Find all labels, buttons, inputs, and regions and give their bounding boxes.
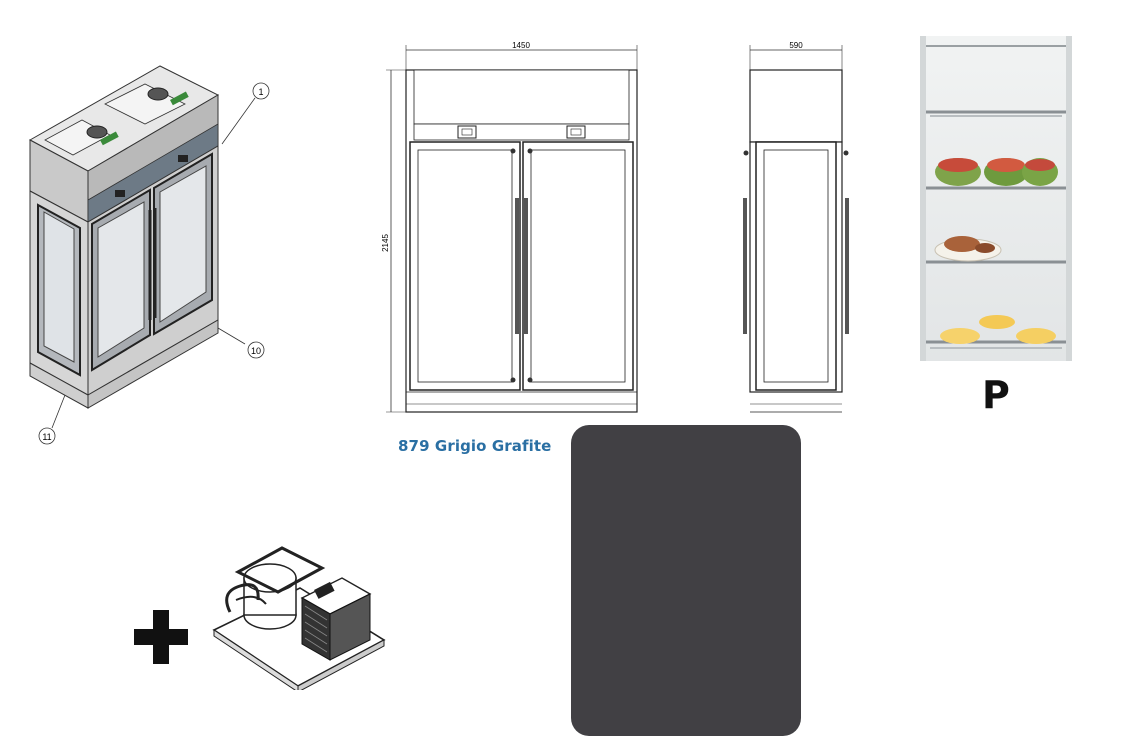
shelf-type-letter: P <box>982 373 1010 417</box>
plus-icon <box>134 610 188 664</box>
callout-11: 11 <box>42 432 51 442</box>
front-view-drawing: 1450 2145 <box>381 41 638 413</box>
isometric-cabinet-drawing: 1 10 11 <box>28 65 270 445</box>
depth-dimension: 590 <box>789 41 803 50</box>
height-dimension: 2145 <box>381 234 390 252</box>
side-view-drawing: 590 <box>743 41 849 413</box>
interior-shelves-illustration <box>920 36 1072 361</box>
color-swatch <box>571 425 801 736</box>
callout-10: 10 <box>251 346 261 356</box>
callout-1: 1 <box>258 87 263 97</box>
width-dimension: 1450 <box>512 41 530 50</box>
condensing-unit-icon <box>212 546 386 690</box>
color-option-label: 879 Grigio Grafite <box>398 437 552 455</box>
